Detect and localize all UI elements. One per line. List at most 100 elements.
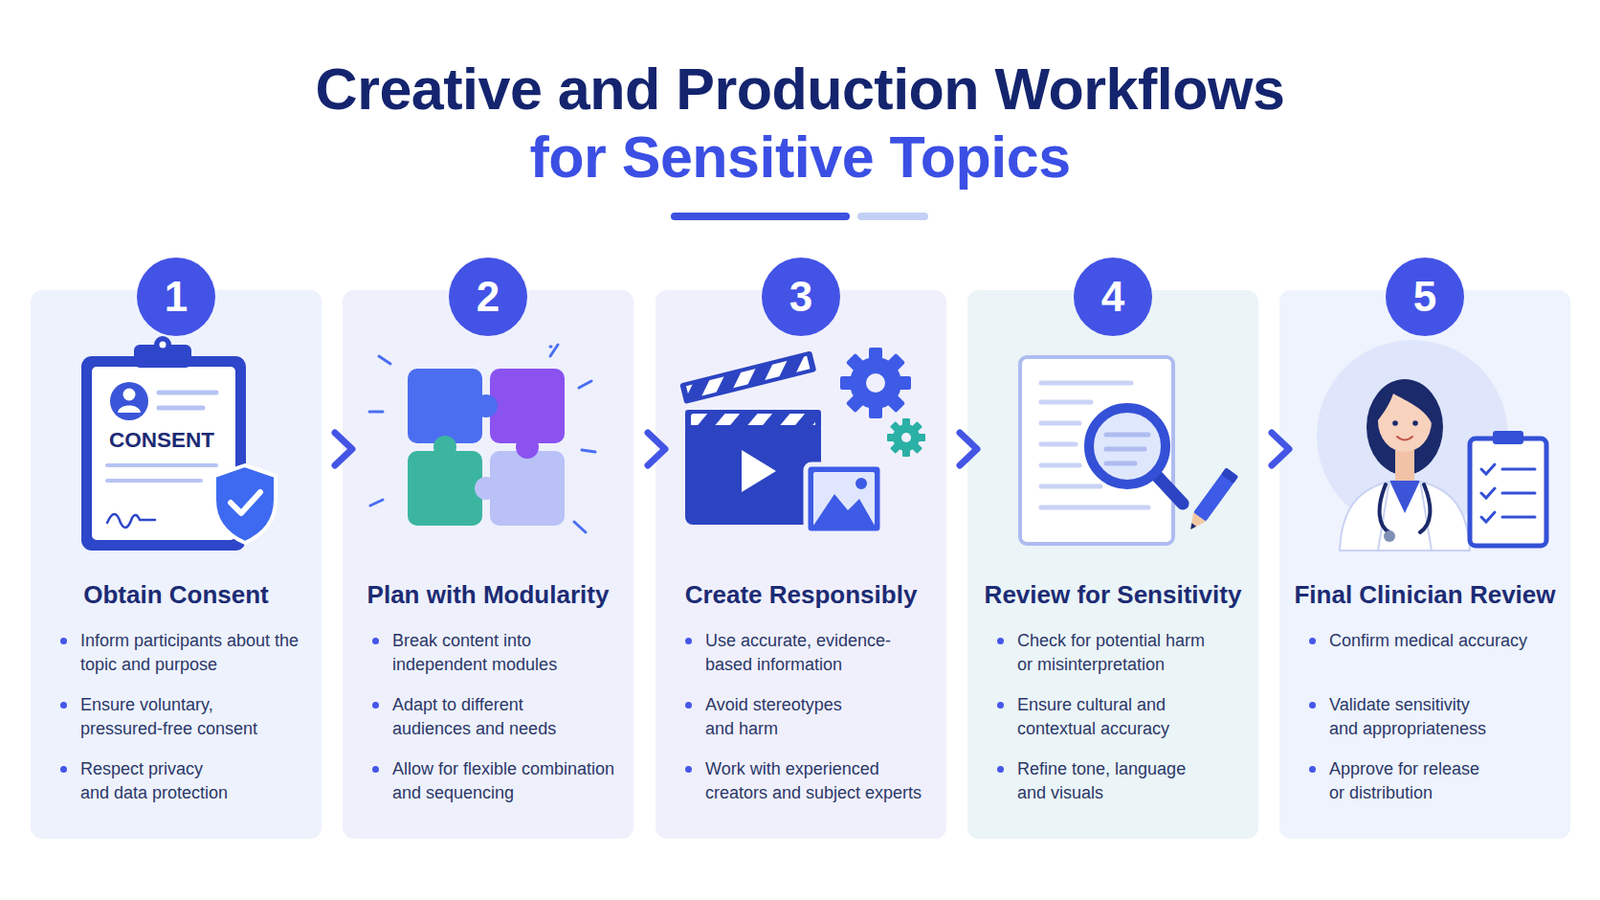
gear-icon: [840, 347, 912, 419]
clinician-figure: [1392, 420, 1399, 426]
flow-chevron: [321, 447, 343, 450]
gear-icon: [889, 442, 902, 454]
puzzle-pieces: [489, 450, 565, 526]
image-icon: [813, 471, 875, 526]
image-icon: [805, 464, 883, 534]
puzzle-rays: [378, 355, 391, 364]
gear-icon: [887, 418, 926, 457]
puzzle-rays: [369, 410, 383, 414]
number-circle: [1385, 257, 1465, 336]
clinician-figure: [1316, 339, 1509, 551]
title-underline: [670, 212, 929, 221]
step-number-text: 4: [1073, 257, 1153, 336]
step-number-text: 3: [761, 257, 841, 336]
step-bullet: Validate sensitivity and appropriateness: [1329, 692, 1494, 741]
consent-clipboard: [117, 405, 141, 414]
step-heading: Final Clinician Review: [1279, 579, 1571, 609]
puzzle-rays: [550, 345, 552, 349]
puzzle-rays: [578, 380, 592, 388]
step-bullet: Refine tone, language and visuals: [1017, 756, 1204, 805]
step-bullet: Use accurate, evidence-based information: [705, 628, 930, 677]
clinician-figure: [1397, 436, 1413, 441]
puzzle-rays: [369, 344, 596, 533]
clapperboard: [690, 413, 816, 425]
step-number: 5: [1385, 257, 1465, 336]
step-bullet: Work with experienced creators and subje…: [705, 756, 930, 805]
consent-clipboard: [107, 513, 156, 528]
step-bullet: Approve for release or distribution: [1329, 756, 1490, 805]
pencil-icon: [1193, 466, 1239, 521]
step-number: 2: [448, 257, 528, 336]
flow-chevron: [633, 447, 656, 450]
pencil-icon: [1188, 522, 1197, 531]
review-document: [1041, 442, 1076, 447]
puzzle-rays: [370, 499, 383, 506]
step-bullet: Inform participants about the topic and …: [80, 628, 305, 677]
step-number: 4: [1073, 257, 1153, 336]
puzzle-pieces: [407, 368, 483, 444]
number-circle: [761, 257, 841, 336]
review-document: [1041, 505, 1149, 511]
clinician-figure: [1316, 339, 1509, 532]
consent-clipboard: [81, 335, 246, 551]
clapperboard: [741, 449, 777, 492]
consent-clipboard: [123, 388, 136, 401]
gear-icon: [845, 393, 866, 413]
review-document: [1041, 484, 1101, 489]
checklist-clipboard: [1469, 430, 1547, 546]
step-bullet: Respect privacy and data protection: [80, 756, 234, 805]
clinician-figure: [1366, 378, 1444, 475]
magnifier-icon: [1088, 407, 1183, 504]
puzzle-rays: [581, 449, 596, 452]
gear-icon: [902, 418, 911, 427]
illustration-label: CONSENT: [99, 426, 224, 454]
step-number: 1: [136, 257, 216, 336]
review-document: [1020, 356, 1174, 544]
checklist-clipboard: [1502, 491, 1535, 495]
step-bullet: Allow for flexible combination and seque…: [392, 756, 617, 805]
step-card: Plan with ModularityBreak content into i…: [342, 289, 634, 839]
step-card: Review for SensitivityCheck for potentia…: [967, 289, 1259, 839]
gear-icon: [840, 376, 854, 390]
gear-icon: [845, 353, 866, 373]
step-card: Final Clinician ReviewConfirm medical ac…: [1279, 289, 1571, 839]
image-icon: [813, 493, 875, 526]
gear-icon: [866, 373, 886, 393]
clinician-figure: [1383, 530, 1396, 542]
step-bullet: Avoid stereotypes and harm: [705, 692, 864, 741]
clinician-figure: [1389, 480, 1421, 513]
checklist-clipboard: [1492, 430, 1524, 445]
review-document: [1041, 421, 1080, 426]
gear-icon: [840, 347, 926, 457]
consent-clipboard: [154, 335, 172, 354]
clapperboard: [686, 355, 811, 400]
gear-icon: [916, 433, 926, 442]
review-document: [1041, 400, 1091, 405]
checklist-clipboard: [1481, 511, 1495, 522]
checklist-clipboard: [1469, 438, 1547, 546]
gear-icon: [902, 447, 911, 457]
clinician-figure: [1379, 484, 1390, 533]
number-circle: [136, 257, 216, 336]
consent-clipboard: [107, 463, 217, 467]
step-bullet: Confirm medical accuracy: [1329, 628, 1554, 653]
review-document: [1041, 463, 1080, 468]
clapperboard: [679, 350, 817, 404]
step-heading: Obtain Consent: [30, 579, 322, 609]
clinician-figure: [1412, 420, 1419, 426]
consent-clipboard: [158, 405, 203, 411]
gear-icon: [886, 393, 906, 413]
consent-shield: [230, 491, 261, 513]
image-icon: [855, 477, 867, 489]
puzzle-pieces: [474, 394, 498, 418]
gear-icon: [911, 421, 923, 433]
diagram-title: Creative and Production Workflows for Se…: [283, 55, 1317, 192]
step-card: Create ResponsiblyUse accurate, evidence…: [655, 289, 947, 839]
clinician-figure: [1420, 480, 1432, 551]
title-underline: [670, 212, 850, 221]
step-bullet: Ensure cultural and contextual accuracy: [1017, 692, 1242, 741]
consent-clipboard: [110, 381, 149, 421]
